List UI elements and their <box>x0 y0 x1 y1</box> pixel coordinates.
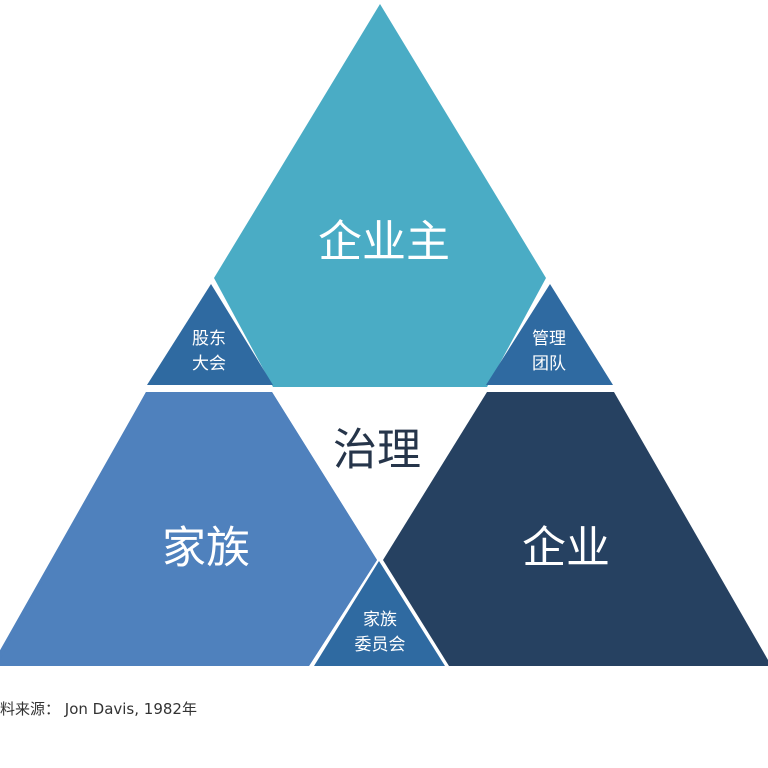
management-connector <box>486 284 613 385</box>
family-committee-connector <box>314 561 445 666</box>
owner-label: 企业主 <box>318 217 450 268</box>
shareholders-connector <box>147 284 273 385</box>
business-label: 企业 <box>522 523 610 574</box>
management-label-line2: 团队 <box>532 354 566 374</box>
family-committee-label-line2: 委员会 <box>355 635 406 655</box>
shareholders-label-line1: 股东 <box>192 329 226 349</box>
shareholders-label-line2: 大会 <box>192 354 226 374</box>
family-label: 家族 <box>162 523 250 574</box>
management-label-line1: 管理 <box>532 329 566 349</box>
governance-label: 治理 <box>333 425 421 476</box>
family-triangle-fill <box>0 392 377 666</box>
business-triangle <box>383 392 768 666</box>
owner-triangle <box>214 4 546 387</box>
source-note: 料来源： Jon Davis, 1982年 <box>0 700 197 718</box>
family-committee-label-line1: 家族 <box>363 610 397 630</box>
